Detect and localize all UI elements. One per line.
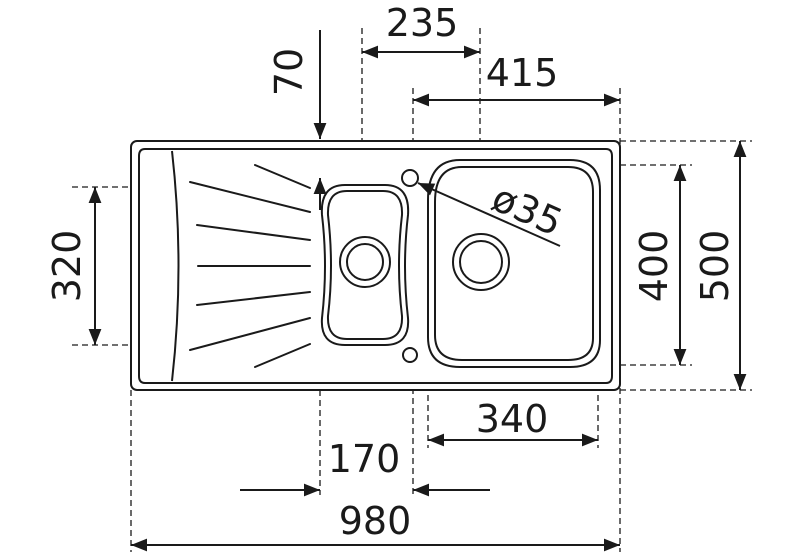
- dim-415: 415: [486, 51, 559, 95]
- tap-hole-alt: [402, 347, 418, 363]
- tap-hole: [401, 169, 419, 187]
- drainboard-ribs: [189, 164, 311, 368]
- large-bowl: [427, 159, 601, 368]
- dim-500: 500: [693, 230, 737, 303]
- dim-980: 980: [339, 499, 412, 543]
- small-bowl-drain: [339, 236, 391, 288]
- dim-340: 340: [476, 397, 549, 441]
- dim-70: 70: [267, 48, 311, 96]
- dim-235: 235: [386, 1, 459, 45]
- sink-outline: [130, 140, 621, 391]
- dim-400: 400: [632, 230, 676, 303]
- dim-170: 170: [328, 437, 401, 481]
- dimension-arrows: [88, 30, 747, 552]
- small-bowl: [320, 184, 410, 346]
- dim-320: 320: [45, 230, 89, 303]
- large-bowl-drain: [452, 233, 510, 291]
